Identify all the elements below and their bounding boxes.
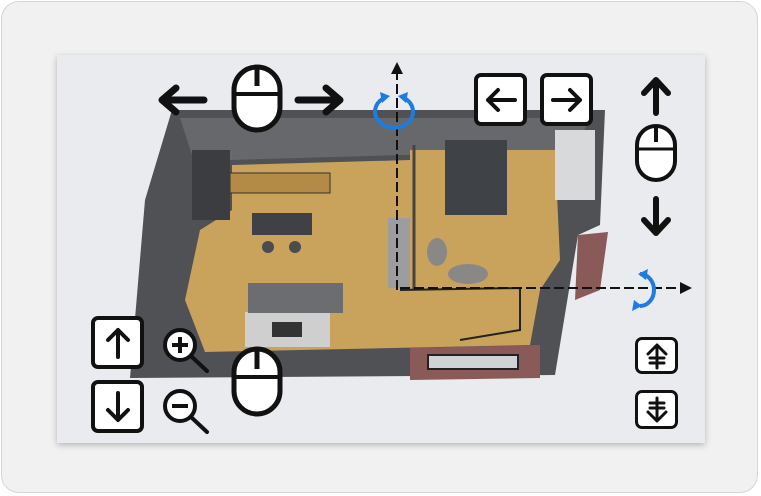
arrow-down-button[interactable]: [91, 380, 144, 433]
bed: [445, 140, 507, 215]
arrow-left-button[interactable]: [474, 73, 527, 126]
zoom-in-icon[interactable]: [160, 325, 212, 375]
arrow-down-icon: [641, 196, 671, 236]
zoom-out-icon[interactable]: [160, 386, 212, 436]
dining-table: [252, 213, 312, 235]
arrow-right-icon: [294, 84, 344, 116]
arrow-down-icon: [105, 390, 130, 422]
arrow-left-icon: [158, 84, 208, 116]
wardrobe: [555, 130, 595, 200]
rotate-icon[interactable]: [620, 268, 660, 312]
window: [427, 354, 519, 370]
arrow-up-icon: [105, 327, 130, 359]
axis-arrowhead: [391, 62, 403, 74]
coffee-table: [272, 322, 302, 337]
sofa: [248, 283, 343, 313]
arrow-left-icon: [485, 87, 517, 112]
kitchen-island: [388, 218, 410, 288]
floor-up-icon: [646, 343, 667, 369]
kitchen-counter: [229, 172, 331, 194]
arrow-right-button[interactable]: [540, 73, 593, 126]
mouse-icon: [635, 124, 677, 182]
brick-wall: [575, 232, 608, 300]
chair: [289, 241, 301, 253]
floor-up-button[interactable]: [635, 337, 678, 374]
arrow-right-icon: [550, 87, 582, 112]
mouse-scroll-icon: [231, 346, 283, 417]
axis-arrowhead: [680, 282, 692, 294]
arrow-up-button[interactable]: [91, 316, 144, 369]
chair: [262, 241, 274, 253]
kitchen-cabinet: [192, 150, 230, 220]
armchair: [448, 264, 488, 284]
floor-down-icon: [646, 396, 667, 422]
back-wall: [180, 118, 590, 195]
mouse-icon: [231, 64, 283, 133]
rotate-icon[interactable]: [368, 88, 420, 138]
floor-down-button[interactable]: [635, 390, 678, 429]
armchair: [427, 238, 447, 266]
arrow-up-icon: [641, 77, 671, 116]
